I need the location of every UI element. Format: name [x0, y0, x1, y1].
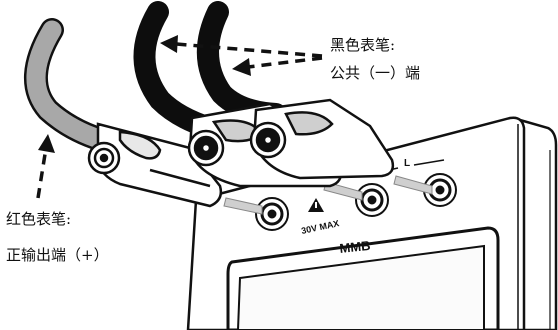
black-lead-cable-1	[133, 1, 221, 139]
black-probe-arrowheads	[160, 35, 251, 76]
display-screen	[226, 226, 500, 330]
brand-logo: MMB	[339, 238, 371, 256]
black-probe-plug-2	[249, 98, 395, 180]
red-probe-title: 红色表笔:	[6, 210, 72, 228]
jack-left	[255, 197, 289, 231]
black-probe-description: 公共（一）端	[330, 64, 421, 82]
red-probe-description: 正输出端（+）	[6, 246, 109, 264]
black-probe-title: 黑色表笔:	[330, 36, 396, 54]
plug-pins	[223, 175, 433, 215]
red-probe-arrow	[36, 134, 55, 199]
warning-triangle-icon	[308, 198, 324, 212]
terminal-l-label: L	[404, 158, 410, 169]
black-probe-arrows	[175, 42, 323, 69]
jack-middle	[355, 183, 389, 217]
jack-right	[423, 173, 457, 207]
red-probe-plug	[87, 122, 223, 208]
